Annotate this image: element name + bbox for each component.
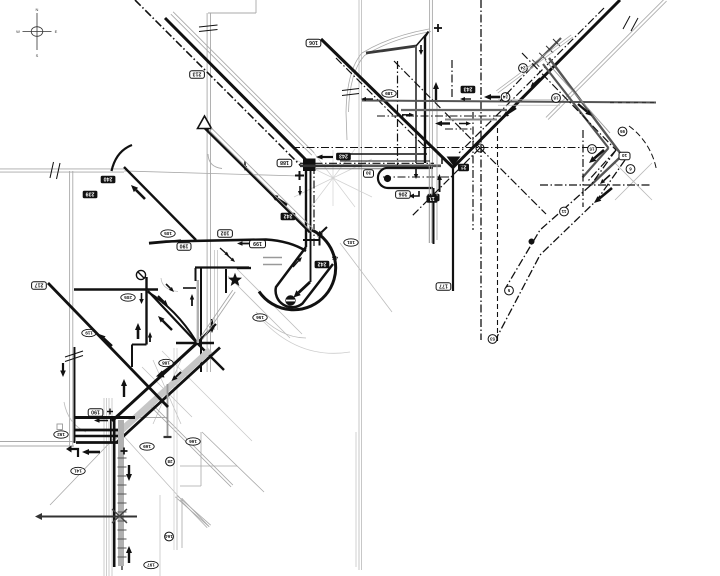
svg-text:E: E — [55, 29, 58, 34]
svg-text:197: 197 — [147, 562, 155, 567]
svg-text:W: W — [16, 29, 20, 34]
svg-text:164: 164 — [165, 534, 173, 539]
svg-text:190: 190 — [91, 409, 100, 415]
svg-text:240: 240 — [104, 176, 113, 182]
svg-text:188: 188 — [162, 360, 170, 365]
svg-text:95: 95 — [620, 129, 625, 134]
svg-text:15: 15 — [589, 146, 594, 151]
svg-text:190: 190 — [180, 243, 189, 249]
svg-text:11: 11 — [561, 209, 566, 214]
svg-text:21: 21 — [461, 164, 467, 170]
svg-text:141: 141 — [74, 468, 82, 473]
svg-text:28: 28 — [167, 459, 172, 464]
svg-text:242: 242 — [284, 213, 293, 219]
svg-text:101: 101 — [347, 240, 355, 245]
svg-text:199: 199 — [253, 240, 262, 246]
svg-text:18: 18 — [553, 95, 558, 100]
svg-text:45: 45 — [332, 254, 338, 260]
svg-text:205: 205 — [124, 295, 132, 300]
svg-text:106: 106 — [309, 39, 318, 45]
svg-text:24: 24 — [503, 94, 508, 99]
svg-text:188: 188 — [280, 159, 289, 165]
svg-text:242: 242 — [318, 261, 327, 267]
svg-text:5: 5 — [507, 288, 510, 293]
svg-text:192: 192 — [57, 432, 65, 437]
svg-text:239: 239 — [86, 191, 95, 197]
svg-text:30: 30 — [366, 171, 372, 176]
svg-text:6: 6 — [629, 166, 632, 171]
svg-text:119: 119 — [85, 330, 93, 335]
svg-text:10: 10 — [622, 153, 628, 158]
svg-text:24: 24 — [520, 65, 525, 70]
svg-text:53: 53 — [490, 336, 495, 341]
svg-text:156: 156 — [256, 315, 264, 320]
svg-text:11: 11 — [429, 195, 435, 201]
svg-text:177: 177 — [439, 283, 448, 289]
svg-text:166: 166 — [189, 439, 197, 444]
svg-text:102: 102 — [221, 230, 230, 236]
svg-text:243: 243 — [464, 86, 473, 92]
svg-text:169: 169 — [143, 444, 151, 449]
svg-text:105: 105 — [164, 231, 172, 236]
svg-text:243: 243 — [339, 153, 348, 159]
svg-text:217: 217 — [35, 282, 44, 288]
svg-text:S: S — [36, 53, 39, 58]
svg-text:189: 189 — [385, 91, 393, 96]
svg-text:213: 213 — [193, 71, 202, 77]
svg-text:206: 206 — [399, 191, 408, 197]
svg-text:N: N — [36, 7, 39, 12]
